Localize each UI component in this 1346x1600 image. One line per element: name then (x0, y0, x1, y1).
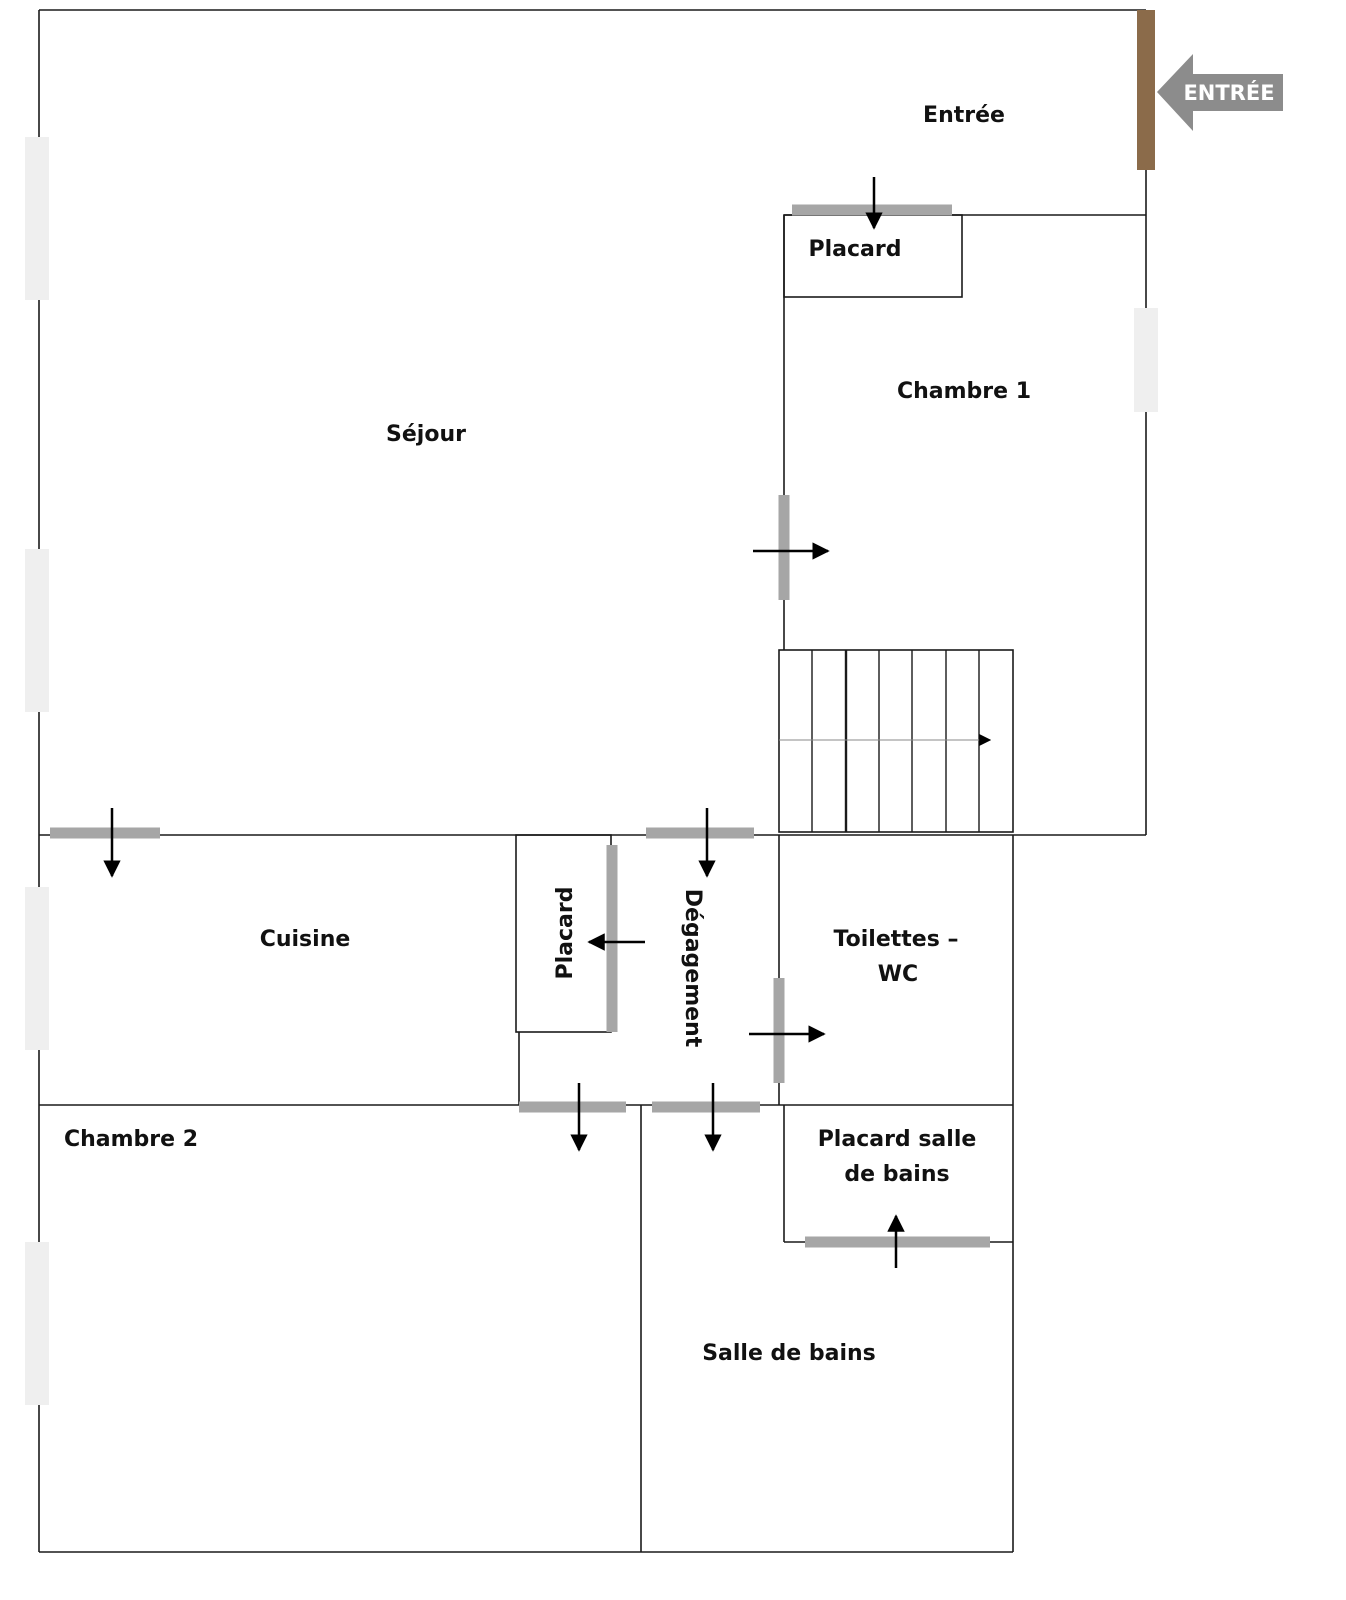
label-placard-sdb-line1: Placard salle (818, 1127, 977, 1152)
staircase (778, 649, 1014, 833)
label-salle-de-bains: Salle de bains (702, 1341, 876, 1366)
label-placard-degagement: Placard (553, 887, 578, 980)
window-chambre2 (25, 1242, 49, 1405)
window-chambre1 (1134, 308, 1158, 412)
label-chambre1: Chambre 1 (897, 379, 1031, 404)
label-placard-entree: Placard (809, 237, 902, 262)
front-door (1137, 10, 1155, 170)
door-arrows (103, 177, 905, 1268)
window-sejour-1 (25, 137, 49, 300)
doors (50, 204, 990, 1248)
window-cuisine (25, 887, 49, 1050)
entry-arrow-icon (1157, 54, 1283, 131)
window-sejour-2 (25, 549, 49, 712)
label-degagement: Dégagement (680, 889, 705, 1048)
label-entree: Entrée (923, 103, 1005, 128)
windows (25, 137, 1158, 1405)
label-toilettes-line1: Toilettes – (834, 927, 959, 952)
label-placard-sdb-line2: de bains (844, 1162, 949, 1187)
walls (38, 9, 1147, 1553)
label-chambre2: Chambre 2 (64, 1127, 198, 1152)
label-toilettes-line2: WC (878, 962, 918, 987)
label-cuisine: Cuisine (260, 927, 351, 952)
room-labels: Entrée Placard Chambre 1 Séjour Cuisine … (64, 103, 1031, 1366)
entry-sign: ENTRÉE (1183, 80, 1274, 105)
label-sejour: Séjour (386, 422, 466, 447)
